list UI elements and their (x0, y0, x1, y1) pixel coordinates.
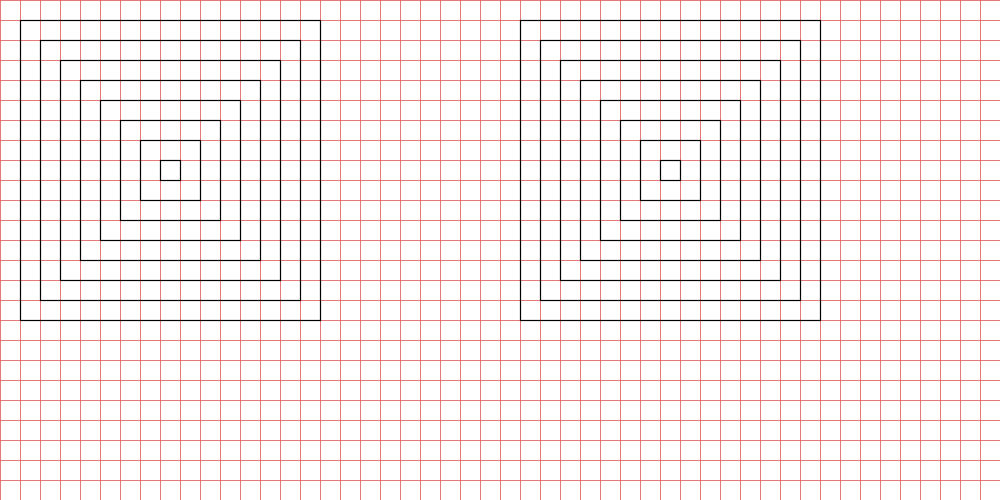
concentric-square-5 (599, 99, 742, 242)
concentric-square-1 (19, 19, 322, 322)
concentric-square-1 (519, 19, 822, 322)
concentric-square-6 (619, 119, 722, 222)
concentric-square-4 (79, 79, 262, 262)
concentric-square-4 (579, 79, 762, 262)
concentric-squares-right (519, 19, 822, 322)
concentric-square-8 (159, 159, 182, 182)
concentric-square-8 (659, 159, 682, 182)
concentric-square-5 (99, 99, 242, 242)
concentric-square-2 (39, 39, 302, 302)
concentric-squares-left (19, 19, 322, 322)
concentric-square-2 (539, 39, 802, 302)
concentric-square-3 (59, 59, 282, 282)
concentric-square-3 (559, 59, 782, 282)
concentric-square-6 (119, 119, 222, 222)
concentric-square-7 (639, 139, 702, 202)
concentric-square-7 (139, 139, 202, 202)
